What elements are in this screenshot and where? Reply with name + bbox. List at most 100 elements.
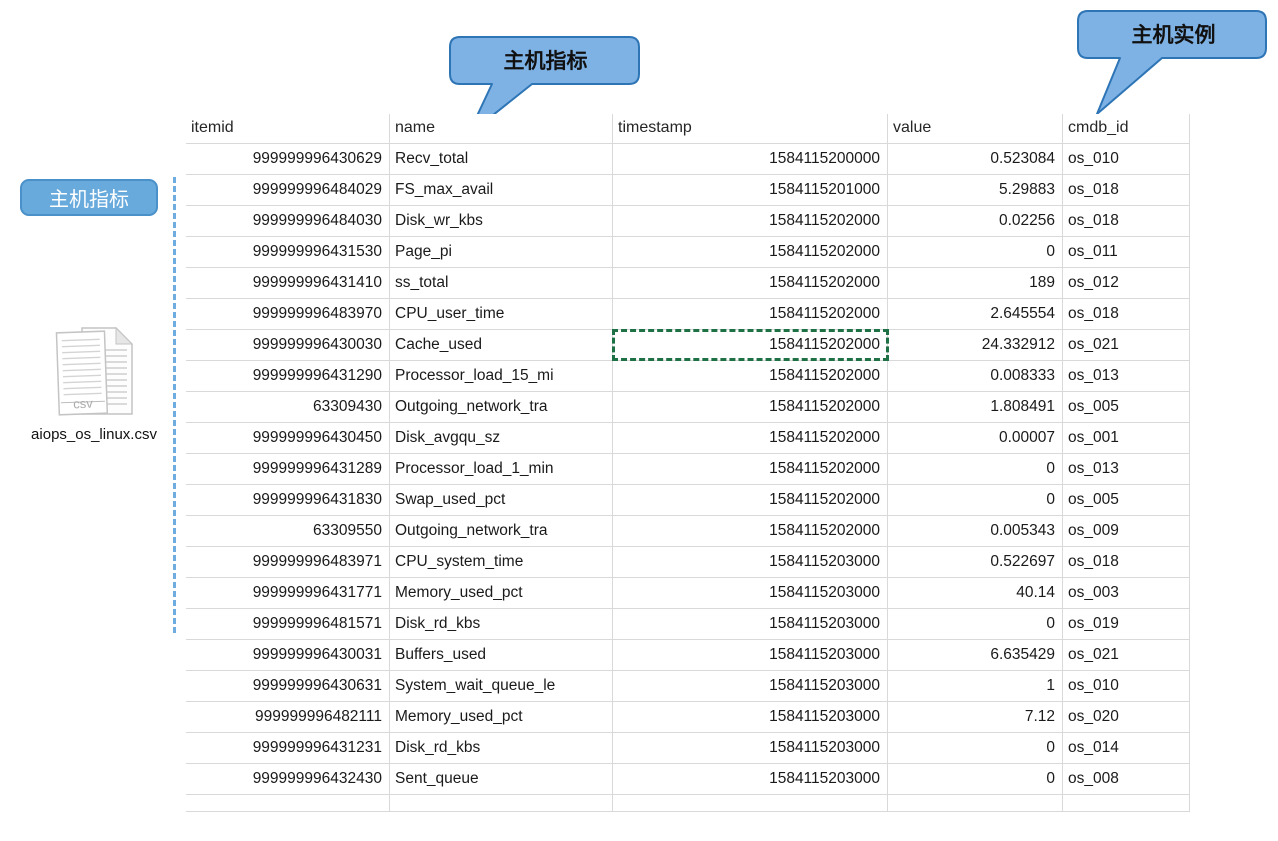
cell-value[interactable]: 40.14 bbox=[888, 578, 1063, 608]
cell-itemid[interactable]: 999999996484029 bbox=[186, 175, 390, 205]
cell-itemid[interactable]: 999999996431231 bbox=[186, 733, 390, 763]
cell-timestamp[interactable]: 1584115202000 bbox=[613, 237, 888, 267]
cell-timestamp[interactable]: 1584115203000 bbox=[613, 764, 888, 794]
cell-name[interactable]: Outgoing_network_tra bbox=[390, 392, 613, 422]
cell-itemid[interactable]: 999999996483971 bbox=[186, 547, 390, 577]
cell-itemid[interactable]: 999999996430450 bbox=[186, 423, 390, 453]
cell-name[interactable]: Memory_used_pct bbox=[390, 578, 613, 608]
cell-value[interactable]: 0.522697 bbox=[888, 547, 1063, 577]
cell-cmdb_id[interactable]: os_014 bbox=[1063, 733, 1190, 763]
cell-value[interactable]: 0.008333 bbox=[888, 361, 1063, 391]
cell-itemid[interactable]: 999999996431830 bbox=[186, 485, 390, 515]
cell-cmdb_id[interactable]: os_005 bbox=[1063, 392, 1190, 422]
csv-file[interactable]: csv aiops_os_linux.csv bbox=[10, 326, 178, 443]
cell-name[interactable]: FS_max_avail bbox=[390, 175, 613, 205]
cell-cmdb_id[interactable]: os_013 bbox=[1063, 361, 1190, 391]
cell-cmdb_id[interactable]: os_011 bbox=[1063, 237, 1190, 267]
cell-timestamp[interactable]: 1584115202000 bbox=[613, 423, 888, 453]
cell-value[interactable]: 0 bbox=[888, 609, 1063, 639]
cell-value[interactable]: 7.12 bbox=[888, 702, 1063, 732]
cell-itemid[interactable]: 999999996431289 bbox=[186, 454, 390, 484]
cell-cmdb_id[interactable]: os_018 bbox=[1063, 299, 1190, 329]
cell-name[interactable]: Recv_total bbox=[390, 144, 613, 174]
cell-itemid[interactable]: 63309430 bbox=[186, 392, 390, 422]
cell-itemid[interactable]: 999999996431410 bbox=[186, 268, 390, 298]
cell-timestamp[interactable]: 1584115202000 bbox=[613, 485, 888, 515]
cell-itemid[interactable]: 999999996484030 bbox=[186, 206, 390, 236]
cell-value[interactable]: 0.00007 bbox=[888, 423, 1063, 453]
cell-itemid[interactable]: 999999996430030 bbox=[186, 330, 390, 360]
cell-timestamp[interactable]: 1584115203000 bbox=[613, 733, 888, 763]
cell-itemid[interactable]: 999999996430629 bbox=[186, 144, 390, 174]
cell-timestamp[interactable]: 1584115200000 bbox=[613, 144, 888, 174]
cell-name[interactable]: Swap_used_pct bbox=[390, 485, 613, 515]
cell-name[interactable]: Outgoing_network_tra bbox=[390, 516, 613, 546]
cell-cmdb_id[interactable]: os_010 bbox=[1063, 671, 1190, 701]
cell-timestamp[interactable]: 1584115202000 bbox=[613, 299, 888, 329]
cell-value[interactable]: 1.808491 bbox=[888, 392, 1063, 422]
cell-cmdb_id[interactable]: os_019 bbox=[1063, 609, 1190, 639]
cell-value[interactable]: 0 bbox=[888, 237, 1063, 267]
cell-timestamp[interactable]: 1584115202000 bbox=[613, 392, 888, 422]
cell-itemid[interactable]: 999999996431530 bbox=[186, 237, 390, 267]
cell-timestamp[interactable]: 1584115203000 bbox=[613, 671, 888, 701]
cell-cmdb_id[interactable]: os_009 bbox=[1063, 516, 1190, 546]
cell-timestamp[interactable]: 1584115203000 bbox=[613, 640, 888, 670]
column-header-itemid[interactable]: itemid bbox=[186, 114, 390, 143]
cell-timestamp[interactable]: 1584115203000 bbox=[613, 547, 888, 577]
cell-cmdb_id[interactable]: os_021 bbox=[1063, 640, 1190, 670]
column-header-timestamp[interactable]: timestamp bbox=[613, 114, 888, 143]
cell-timestamp[interactable]: 1584115202000 bbox=[613, 361, 888, 391]
cell-name[interactable]: System_wait_queue_le bbox=[390, 671, 613, 701]
cell-timestamp[interactable]: 1584115202000 bbox=[613, 454, 888, 484]
cell-value[interactable]: 189 bbox=[888, 268, 1063, 298]
cell-value[interactable]: 0 bbox=[888, 733, 1063, 763]
cell-cmdb_id[interactable]: os_018 bbox=[1063, 175, 1190, 205]
cell-timestamp[interactable]: 1584115202000 bbox=[612, 329, 889, 361]
cell-name[interactable]: Page_pi bbox=[390, 237, 613, 267]
cell-itemid[interactable]: 999999996431771 bbox=[186, 578, 390, 608]
cell-value[interactable]: 0 bbox=[888, 454, 1063, 484]
cell-itemid[interactable]: 999999996481571 bbox=[186, 609, 390, 639]
cell-cmdb_id[interactable]: os_018 bbox=[1063, 206, 1190, 236]
cell-itemid[interactable]: 999999996430031 bbox=[186, 640, 390, 670]
cell-timestamp[interactable]: 1584115202000 bbox=[613, 206, 888, 236]
cell-value[interactable]: 5.29883 bbox=[888, 175, 1063, 205]
cell-name[interactable]: Disk_avgqu_sz bbox=[390, 423, 613, 453]
cell-itemid[interactable]: 999999996482111 bbox=[186, 702, 390, 732]
cell-name[interactable]: ss_total bbox=[390, 268, 613, 298]
cell-timestamp[interactable]: 1584115203000 bbox=[613, 578, 888, 608]
cell-cmdb_id[interactable]: os_005 bbox=[1063, 485, 1190, 515]
cell-name[interactable]: Disk_wr_kbs bbox=[390, 206, 613, 236]
column-header-cmdb-id[interactable]: cmdb_id bbox=[1063, 114, 1190, 143]
cell-cmdb_id[interactable]: os_020 bbox=[1063, 702, 1190, 732]
cell-cmdb_id[interactable]: os_018 bbox=[1063, 547, 1190, 577]
cell-itemid[interactable]: 999999996432430 bbox=[186, 764, 390, 794]
column-header-value[interactable]: value bbox=[888, 114, 1063, 143]
cell-value[interactable]: 6.635429 bbox=[888, 640, 1063, 670]
cell-name[interactable]: Processor_load_1_min bbox=[390, 454, 613, 484]
cell-name[interactable]: Memory_used_pct bbox=[390, 702, 613, 732]
cell-timestamp[interactable]: 1584115202000 bbox=[613, 516, 888, 546]
cell-name[interactable]: CPU_system_time bbox=[390, 547, 613, 577]
column-header-name[interactable]: name bbox=[390, 114, 613, 143]
cell-cmdb_id[interactable]: os_003 bbox=[1063, 578, 1190, 608]
cell-value[interactable]: 24.332912 bbox=[888, 330, 1063, 360]
cell-itemid[interactable]: 999999996430631 bbox=[186, 671, 390, 701]
cell-cmdb_id[interactable]: os_001 bbox=[1063, 423, 1190, 453]
cell-name[interactable]: CPU_user_time bbox=[390, 299, 613, 329]
cell-itemid[interactable]: 999999996483970 bbox=[186, 299, 390, 329]
cell-name[interactable]: Disk_rd_kbs bbox=[390, 733, 613, 763]
cell-timestamp[interactable]: 1584115201000 bbox=[613, 175, 888, 205]
cell-itemid[interactable]: 999999996431290 bbox=[186, 361, 390, 391]
cell-name[interactable]: Sent_queue bbox=[390, 764, 613, 794]
cell-timestamp[interactable]: 1584115203000 bbox=[613, 702, 888, 732]
cell-timestamp[interactable]: 1584115202000 bbox=[613, 268, 888, 298]
cell-cmdb_id[interactable]: os_010 bbox=[1063, 144, 1190, 174]
cell-timestamp[interactable]: 1584115203000 bbox=[613, 609, 888, 639]
cell-cmdb_id[interactable]: os_021 bbox=[1063, 330, 1190, 360]
cell-value[interactable]: 0.02256 bbox=[888, 206, 1063, 236]
cell-name[interactable]: Buffers_used bbox=[390, 640, 613, 670]
cell-value[interactable]: 0.005343 bbox=[888, 516, 1063, 546]
cell-cmdb_id[interactable]: os_008 bbox=[1063, 764, 1190, 794]
